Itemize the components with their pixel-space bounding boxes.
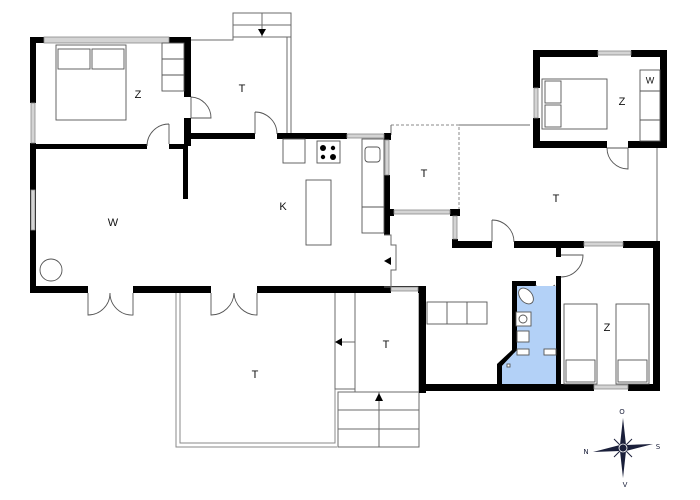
bathroom (502, 286, 557, 384)
room-label-bedroom-1: Z (135, 89, 142, 101)
compass-south-label: S (656, 443, 661, 451)
compass-icon (593, 418, 653, 478)
entry-arrows (258, 29, 391, 401)
doors (87, 96, 629, 316)
room-label-terrace-covered: T (421, 168, 428, 180)
room-label-terrace-entry: T (383, 339, 390, 351)
room-label-terrace-south: T (252, 369, 259, 381)
furniture (39, 42, 661, 385)
arrow-up-icon (375, 393, 383, 401)
arrow-left-icon (384, 257, 391, 265)
room-labels: Z T W K T T Z W T T Z (108, 75, 655, 381)
room-label-terrace-north: T (239, 83, 246, 95)
compass-east-label: O (619, 408, 625, 416)
compass-north-label: N (583, 448, 588, 456)
arrow-left-icon (335, 338, 342, 346)
room-label-bedroom-3: Z (604, 322, 611, 334)
room-label-kitchen: K (279, 201, 287, 213)
room-label-bedroom-2: Z (619, 96, 626, 108)
windows (30, 36, 632, 390)
room-label-wardrobe: W (646, 75, 655, 85)
room-label-terrace-east: T (553, 193, 560, 205)
terrace-outlines (175, 12, 658, 448)
room-label-living-room: W (108, 217, 119, 229)
compass-west-label: V (623, 481, 628, 489)
arrow-down-icon (258, 29, 266, 36)
compass-rose: O S N V (583, 408, 660, 489)
